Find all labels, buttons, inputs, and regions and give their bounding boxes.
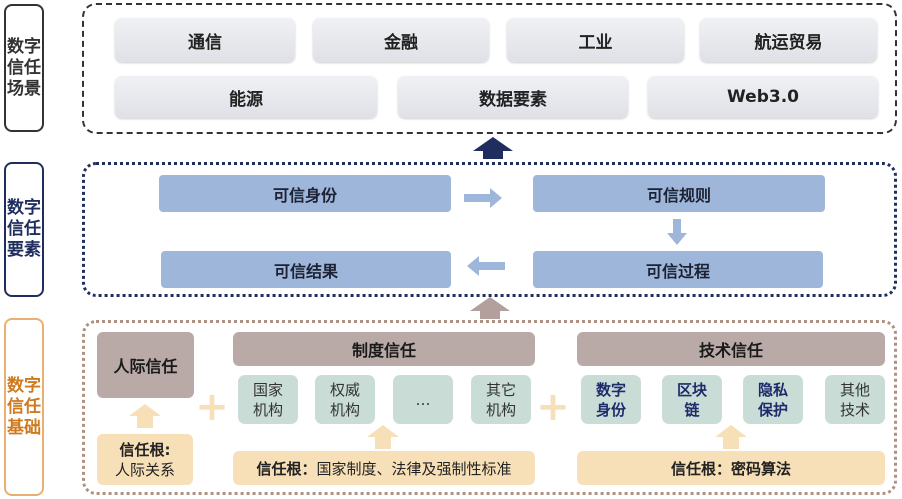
interpersonal-trust: 人际信任 (97, 332, 194, 398)
plus-icon: + (195, 384, 229, 430)
technical-trust: 技术信任 (577, 332, 885, 366)
root-value: 人际关系 (114, 460, 175, 479)
layer-label-elements: 数字信任要素 (4, 162, 44, 297)
interpersonal-root: 信任根: 人际关系 (97, 434, 193, 485)
technology-item: 区块 链 (662, 375, 722, 424)
element-rules: 可信规则 (533, 175, 825, 212)
technical-root: 信任根：密码算法 (577, 451, 885, 485)
arrow-up-icon (129, 404, 161, 428)
element-result: 可信结果 (161, 251, 451, 288)
technology-item: 数字 身份 (581, 375, 641, 424)
scene-tile: 工业 (507, 18, 684, 62)
scene-tile: 金融 (313, 18, 489, 62)
foundation-container (82, 320, 897, 495)
layer-label-foundation: 数字信任基础 (4, 318, 44, 496)
root-label: 信任根 (670, 459, 716, 478)
root-value: 密码算法 (731, 459, 792, 478)
arrow-down-icon (667, 219, 687, 245)
scene-tile: 数据要素 (398, 76, 628, 118)
layer-label-scenes: 数字信任场景 (4, 4, 44, 132)
scene-tile: 航运贸易 (700, 18, 877, 62)
scene-tile: 能源 (115, 76, 377, 118)
technology-item: 隐私 保护 (743, 375, 803, 424)
arrow-right-icon (464, 188, 502, 208)
arrow-up-icon (473, 137, 513, 159)
institution-item: 权威 机构 (315, 375, 375, 424)
element-identity: 可信身份 (159, 175, 451, 212)
arrow-up-icon (470, 297, 510, 319)
arrow-left-icon (467, 256, 505, 276)
institutional-root: 信任根：国家制度、法律及强制性标准 (233, 451, 535, 485)
technology-item: 其他 技术 (825, 375, 885, 424)
element-process: 可信过程 (533, 251, 823, 288)
root-value: 国家制度、法律及强制性标准 (316, 459, 512, 478)
scenes-container (82, 3, 897, 134)
root-label: 信任根 (256, 459, 302, 478)
scene-tile: 通信 (115, 18, 295, 62)
arrow-up-icon (367, 425, 399, 449)
root-label: 信任根 (119, 440, 165, 459)
institution-item: … (393, 375, 453, 424)
plus-icon: + (536, 384, 570, 430)
institution-item: 其它 机构 (471, 375, 531, 424)
scene-tile: Web3.0 (648, 76, 878, 118)
elements-container (82, 162, 897, 297)
institutional-trust: 制度信任 (233, 332, 535, 366)
arrow-up-icon (715, 425, 747, 449)
institution-item: 国家 机构 (238, 375, 298, 424)
